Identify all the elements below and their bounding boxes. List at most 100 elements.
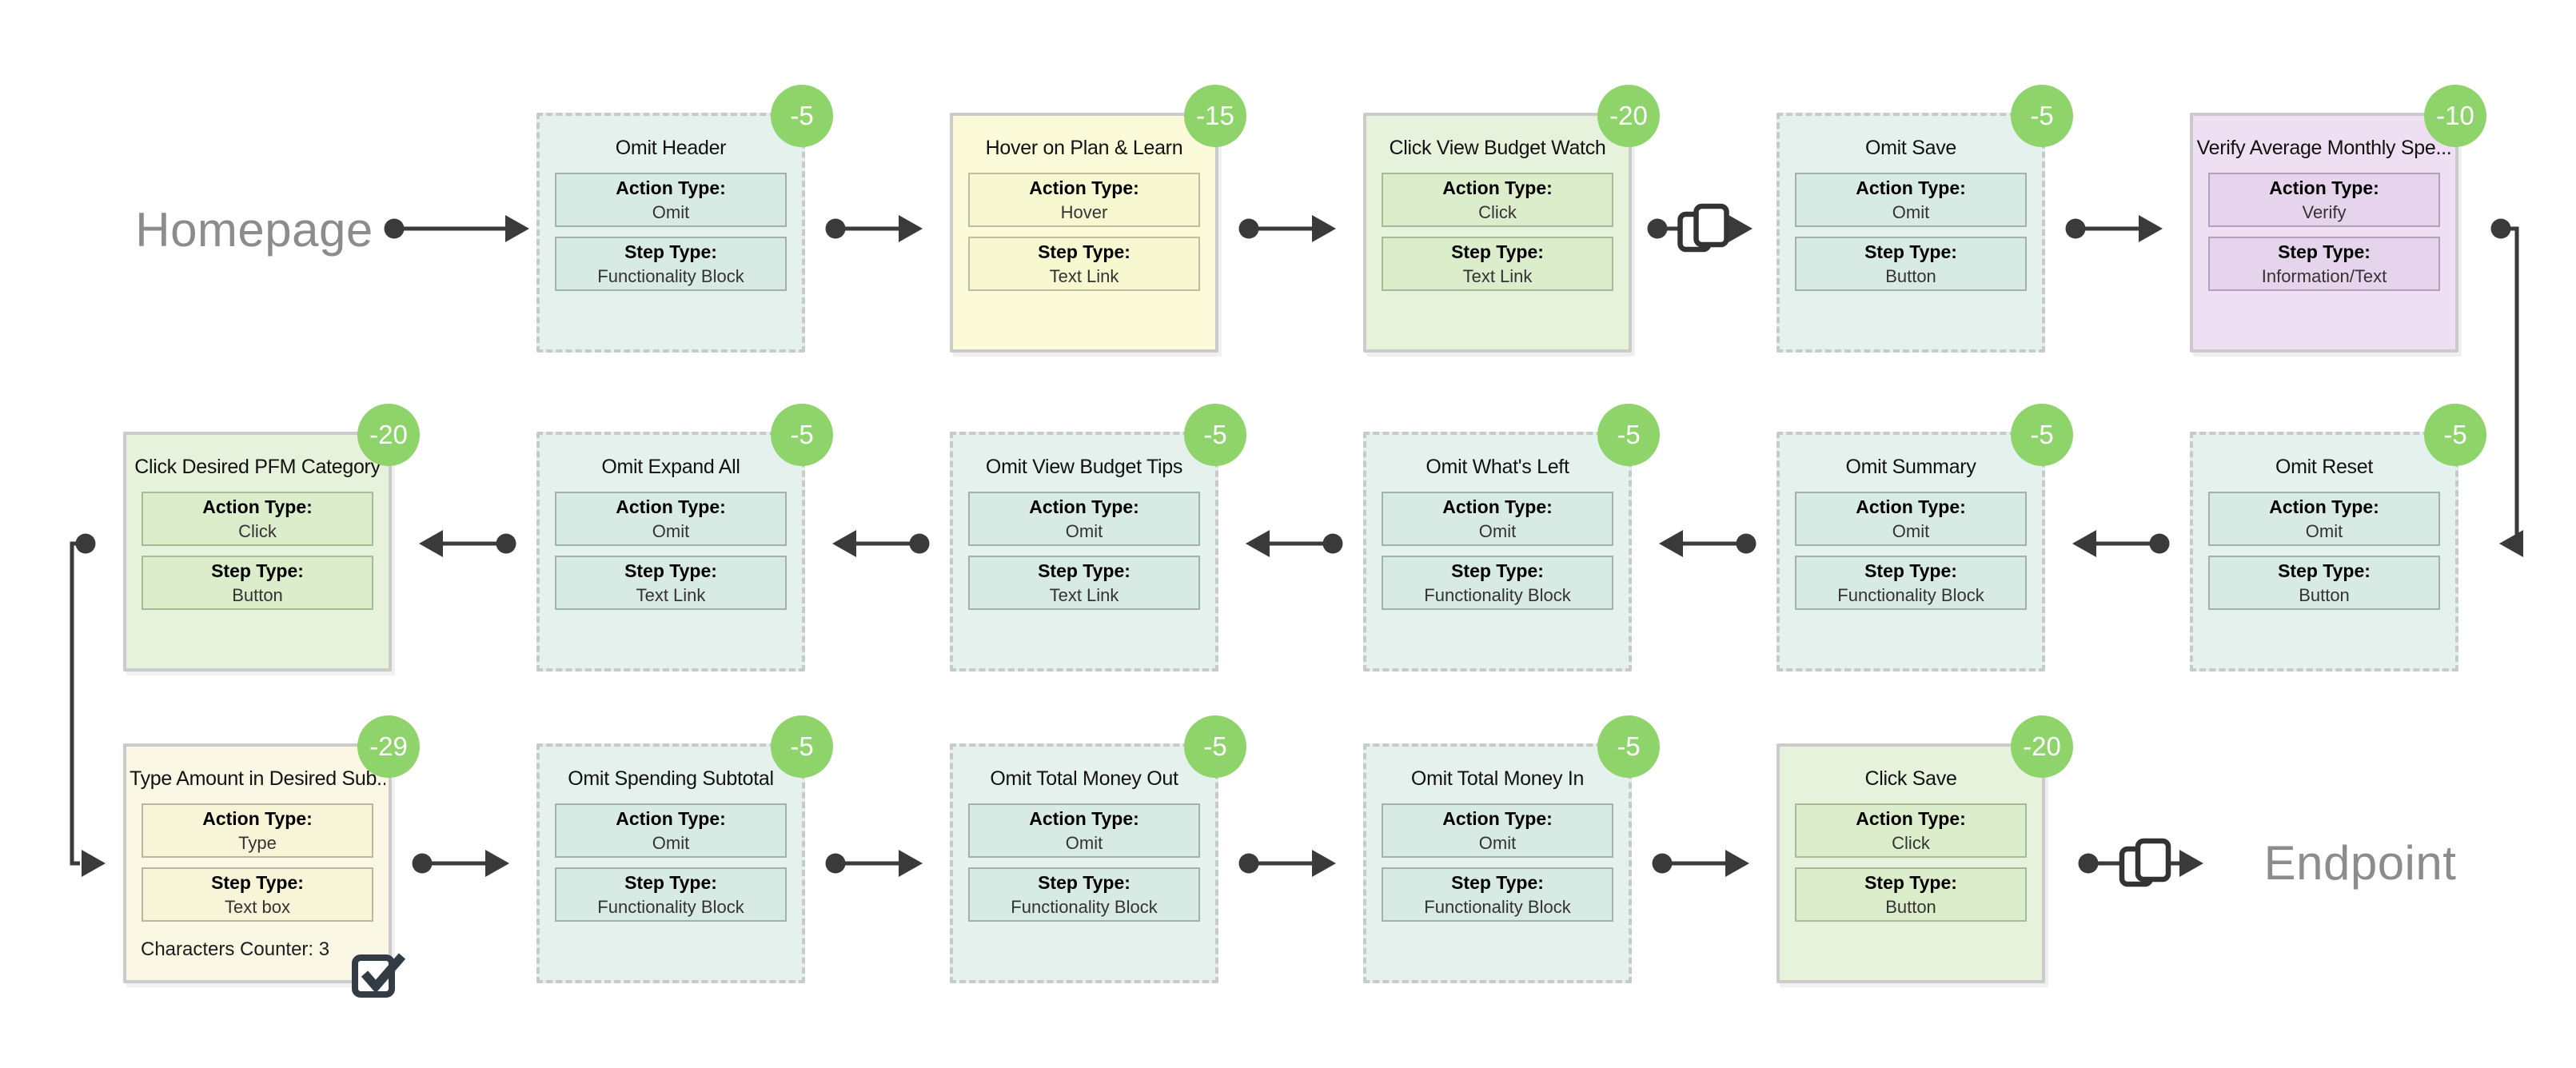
flow-connector (832, 530, 930, 557)
action-type-value: Hover (1060, 201, 1108, 222)
step-type-box: Step Type: Text Link (968, 556, 1200, 610)
step-type-value: Text Link (1462, 265, 1533, 286)
page-transition-icon (2119, 838, 2171, 887)
flow-connector (1238, 215, 1336, 242)
flow-step-node-omit-total-money-in[interactable]: -5 Omit Total Money In Action Type: Omit… (1363, 715, 1660, 983)
action-type-value: Omit (652, 201, 690, 222)
flow-step-node-omit-whats-left[interactable]: -5 Omit What's Left Action Type: Omit St… (1363, 404, 1660, 671)
step-type-value: Functionality Block (1011, 896, 1158, 917)
action-type-label: Action Type: (1029, 177, 1139, 198)
flow-step-node-omit-view-budget-tips[interactable]: -5 Omit View Budget Tips Action Type: Om… (950, 404, 1246, 671)
step-type-label: Step Type: (624, 560, 717, 581)
step-type-label: Step Type: (211, 871, 304, 893)
node-title: Omit Total Money Out (990, 767, 1178, 790)
score-badge: -5 (2424, 404, 2486, 466)
step-type-value: Functionality Block (1837, 584, 1984, 605)
action-type-box: Action Type: Click (142, 492, 373, 546)
action-type-value: Omit (1892, 520, 1930, 541)
action-type-box: Action Type: Omit (555, 492, 787, 546)
score-badge: -20 (2011, 715, 2073, 778)
step-type-box: Step Type: Functionality Block (1795, 556, 2027, 610)
action-type-label: Action Type: (202, 496, 313, 517)
action-type-value: Verify (2302, 201, 2347, 222)
action-type-value: Type (238, 832, 277, 853)
flow-step-node-omit-expand-all[interactable]: -5 Omit Expand All Action Type: Omit Ste… (536, 404, 833, 671)
node-title: Omit Spending Subtotal (568, 767, 774, 790)
flow-connector (2072, 530, 2170, 557)
action-type-box: Action Type: Click (1382, 173, 1613, 227)
flow-connector (1652, 850, 1749, 877)
flow-step-node-verify-avg-monthly-spend[interactable]: -10 Verify Average Monthly Spe... Action… (2190, 85, 2486, 353)
step-type-box: Step Type: Functionality Block (1382, 556, 1613, 610)
action-type-label: Action Type: (1442, 807, 1553, 829)
action-type-label: Action Type: (616, 496, 726, 517)
flow-step-node-omit-header[interactable]: -5 Omit Header Action Type: Omit Step Ty… (536, 85, 833, 353)
action-type-label: Action Type: (1029, 807, 1139, 829)
flow-step-node-omit-reset[interactable]: -5 Omit Reset Action Type: Omit Step Typ… (2190, 404, 2486, 671)
flow-step-node-omit-total-money-out[interactable]: -5 Omit Total Money Out Action Type: Omi… (950, 715, 1246, 983)
step-type-value: Functionality Block (1424, 584, 1571, 605)
node-title: Omit Summary (1845, 456, 1976, 478)
flow-step-node-omit-save[interactable]: -5 Omit Save Action Type: Omit Step Type… (1776, 85, 2073, 353)
step-type-box: Step Type: Text Link (555, 556, 787, 610)
step-type-value: Text Link (1049, 265, 1119, 286)
flow-step-node-click-desired-pfm-category[interactable]: -20 Click Desired PFM Category Action Ty… (123, 404, 420, 671)
node-title: Click Desired PFM Category (134, 456, 381, 478)
action-type-label: Action Type: (2269, 496, 2379, 517)
score-badge: -5 (1597, 404, 1660, 466)
flow-connector (419, 530, 516, 557)
step-type-box: Step Type: Button (2208, 556, 2440, 610)
flow-step-node-omit-summary[interactable]: -5 Omit Summary Action Type: Omit Step T… (1776, 404, 2073, 671)
action-type-box: Action Type: Omit (1795, 173, 2027, 227)
node-title: Omit Reset (2275, 456, 2374, 478)
score-badge: -5 (771, 715, 833, 778)
step-type-value: Information/Text (2261, 265, 2387, 286)
step-type-value: Text Link (1049, 584, 1119, 605)
action-type-box: Action Type: Omit (555, 803, 787, 858)
step-type-label: Step Type: (1864, 871, 1957, 893)
flow-step-node-omit-spending-subtotal[interactable]: -5 Omit Spending Subtotal Action Type: O… (536, 715, 833, 983)
flow-step-node-click-save[interactable]: -20 Click Save Action Type: Click Step T… (1776, 715, 2073, 983)
action-type-label: Action Type: (616, 807, 726, 829)
flow-connector (70, 533, 106, 877)
node-title: Omit Save (1865, 137, 1956, 159)
step-type-label: Step Type: (1864, 241, 1957, 262)
step-type-box: Step Type: Functionality Block (555, 237, 787, 291)
step-type-box: Step Type: Text Link (1382, 237, 1613, 291)
action-type-value: Omit (652, 832, 690, 853)
checked-checkbox-icon (352, 953, 406, 998)
score-badge: -20 (1597, 85, 1660, 147)
flow-connector (412, 850, 509, 877)
score-badge: -5 (2011, 404, 2073, 466)
step-type-box: Step Type: Button (1795, 237, 2027, 291)
node-title: Omit What's Left (1426, 456, 1569, 478)
step-type-label: Step Type: (624, 241, 717, 262)
step-type-value: Button (232, 584, 283, 605)
action-type-value: Click (238, 520, 277, 541)
action-type-value: Omit (1478, 832, 1517, 853)
action-type-value: Omit (1478, 520, 1517, 541)
action-type-value: Omit (2305, 520, 2343, 541)
step-type-value: Button (1885, 896, 1936, 917)
score-badge: -29 (357, 715, 420, 778)
flow-step-node-click-view-budget-watch[interactable]: -20 Click View Budget Watch Action Type:… (1363, 85, 1660, 353)
action-type-box: Action Type: Omit (1382, 803, 1613, 858)
step-type-label: Step Type: (1864, 560, 1957, 581)
score-badge: -5 (1184, 715, 1246, 778)
action-type-box: Action Type: Omit (2208, 492, 2440, 546)
node-title: Click View Budget Watch (1389, 137, 1606, 159)
flow-connector (1238, 850, 1336, 877)
characters-counter: Characters Counter: 3 (141, 938, 330, 960)
flow-step-node-type-amount-desired-sub[interactable]: -29 Type Amount in Desired Sub... Action… (123, 715, 420, 998)
step-type-value: Functionality Block (1424, 896, 1571, 917)
flow-connector (1647, 203, 1753, 253)
action-type-box: Action Type: Click (1795, 803, 2027, 858)
homepage-label: Homepage (135, 203, 373, 257)
node-title: Omit View Budget Tips (985, 456, 1183, 478)
flow-connector (825, 850, 923, 877)
action-type-label: Action Type: (1442, 496, 1553, 517)
step-type-box: Step Type: Functionality Block (968, 867, 1200, 922)
flow-step-node-hover-plan-learn[interactable]: -15 Hover on Plan & Learn Action Type: H… (950, 85, 1246, 353)
